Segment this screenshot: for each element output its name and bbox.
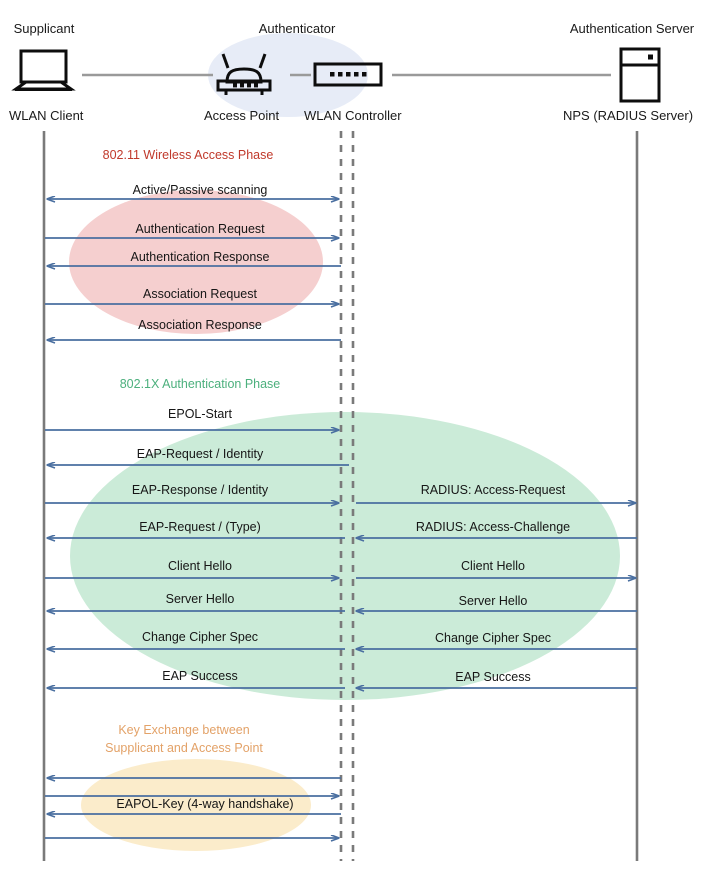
message-label: EAP Success (455, 670, 531, 684)
phase-802-1x: 802.1X Authentication Phase EPOL-Start E… (45, 377, 637, 688)
phase-label-key-exchange-line1: Key Exchange between (118, 723, 249, 737)
laptop-icon (11, 49, 76, 91)
actor-role-authentication-server: Authentication Server (570, 21, 695, 36)
phase-key-exchange: Key Exchange between Supplicant and Acce… (45, 723, 341, 838)
message-server-hello-right: Server Hello (356, 594, 637, 611)
actor-name-wlan-client: WLAN Client (9, 108, 84, 123)
message-eap-request-type: EAP-Request / (Type) (47, 520, 345, 538)
message-authentication-request: Authentication Request (45, 222, 339, 238)
phase-label-802-11: 802.11 Wireless Access Phase (103, 148, 274, 162)
actor-role-titles: Supplicant Authenticator Authentication … (14, 21, 695, 36)
message-label: Change Cipher Spec (142, 630, 258, 644)
phase-label-802-1x: 802.1X Authentication Phase (120, 377, 281, 391)
message-label: Server Hello (459, 594, 528, 608)
message-label: Client Hello (168, 559, 232, 573)
message-label: Authentication Request (135, 222, 265, 236)
message-label: RADIUS: Access-Request (421, 483, 566, 497)
phase-ellipse-802-11 (69, 190, 323, 334)
phase-ellipse-key-exchange (81, 759, 311, 851)
message-label: Association Response (138, 318, 262, 332)
message-label: RADIUS: Access-Challenge (416, 520, 570, 534)
message-change-cipher-spec-left: Change Cipher Spec (47, 630, 345, 649)
message-label: Authentication Response (131, 250, 270, 264)
actor-name-access-point: Access Point (204, 108, 280, 123)
message-eapol-start: EPOL-Start (45, 407, 339, 430)
actor-name-wlan-controller: WLAN Controller (304, 108, 402, 123)
wireless-router-icon (216, 53, 272, 95)
message-association-response: Association Response (47, 318, 341, 340)
message-association-request: Association Request (45, 287, 339, 304)
message-label: Change Cipher Spec (435, 631, 551, 645)
message-eap-success-left: EAP Success (47, 669, 345, 688)
message-server-hello-left: Server Hello (47, 592, 345, 611)
message-change-cipher-spec-right: Change Cipher Spec (356, 631, 637, 649)
message-label: Association Request (143, 287, 257, 301)
network-switch-icon (313, 62, 383, 87)
message-client-hello-left: Client Hello (45, 559, 339, 578)
message-label: EAP-Request / (Type) (139, 520, 261, 534)
message-radius-access-request: RADIUS: Access-Request (356, 483, 636, 503)
message-label: EAP-Response / Identity (132, 483, 269, 497)
phase-label-key-exchange-line2: Supplicant and Access Point (105, 741, 263, 755)
actor-role-authenticator: Authenticator (259, 21, 336, 36)
message-label: Client Hello (461, 559, 525, 573)
message-label: EAP Success (162, 669, 238, 683)
message-client-hello-right: Client Hello (356, 559, 636, 578)
message-eapol-key-4way-handshake: EAPOL-Key (4-way handshake) (47, 797, 341, 814)
message-active-passive-scanning: Active/Passive scanning (47, 183, 339, 199)
message-label: Active/Passive scanning (133, 183, 268, 197)
message-label: EAP-Request / Identity (137, 447, 264, 461)
authenticator-group-ellipse (208, 33, 368, 117)
message-eap-success-right: EAP Success (356, 670, 637, 688)
message-label: EPOL-Start (168, 407, 232, 421)
actor-role-supplicant: Supplicant (14, 21, 75, 36)
lifelines (42, 131, 639, 861)
switch-led-dots (330, 72, 367, 77)
message-authentication-response: Authentication Response (47, 250, 341, 266)
router-led-dots (233, 83, 258, 88)
message-radius-access-challenge: RADIUS: Access-Challenge (356, 520, 637, 538)
actor-name-nps-radius-server: NPS (RADIUS Server) (563, 108, 693, 123)
server-status-led (648, 54, 653, 60)
phase-ellipse-802-1x (70, 412, 620, 700)
actor-device-names: WLAN Client Access Point WLAN Controller… (9, 108, 693, 123)
message-label: Server Hello (166, 592, 235, 606)
message-eap-request-identity: EAP-Request / Identity (47, 447, 349, 465)
phase-802-11: 802.11 Wireless Access Phase Active/Pass… (45, 148, 341, 340)
message-eap-response-identity: EAP-Response / Identity (45, 483, 339, 503)
phase-background-layer (69, 190, 620, 851)
message-label: EAPOL-Key (4-way handshake) (116, 797, 293, 811)
server-tower-icon (619, 47, 661, 103)
